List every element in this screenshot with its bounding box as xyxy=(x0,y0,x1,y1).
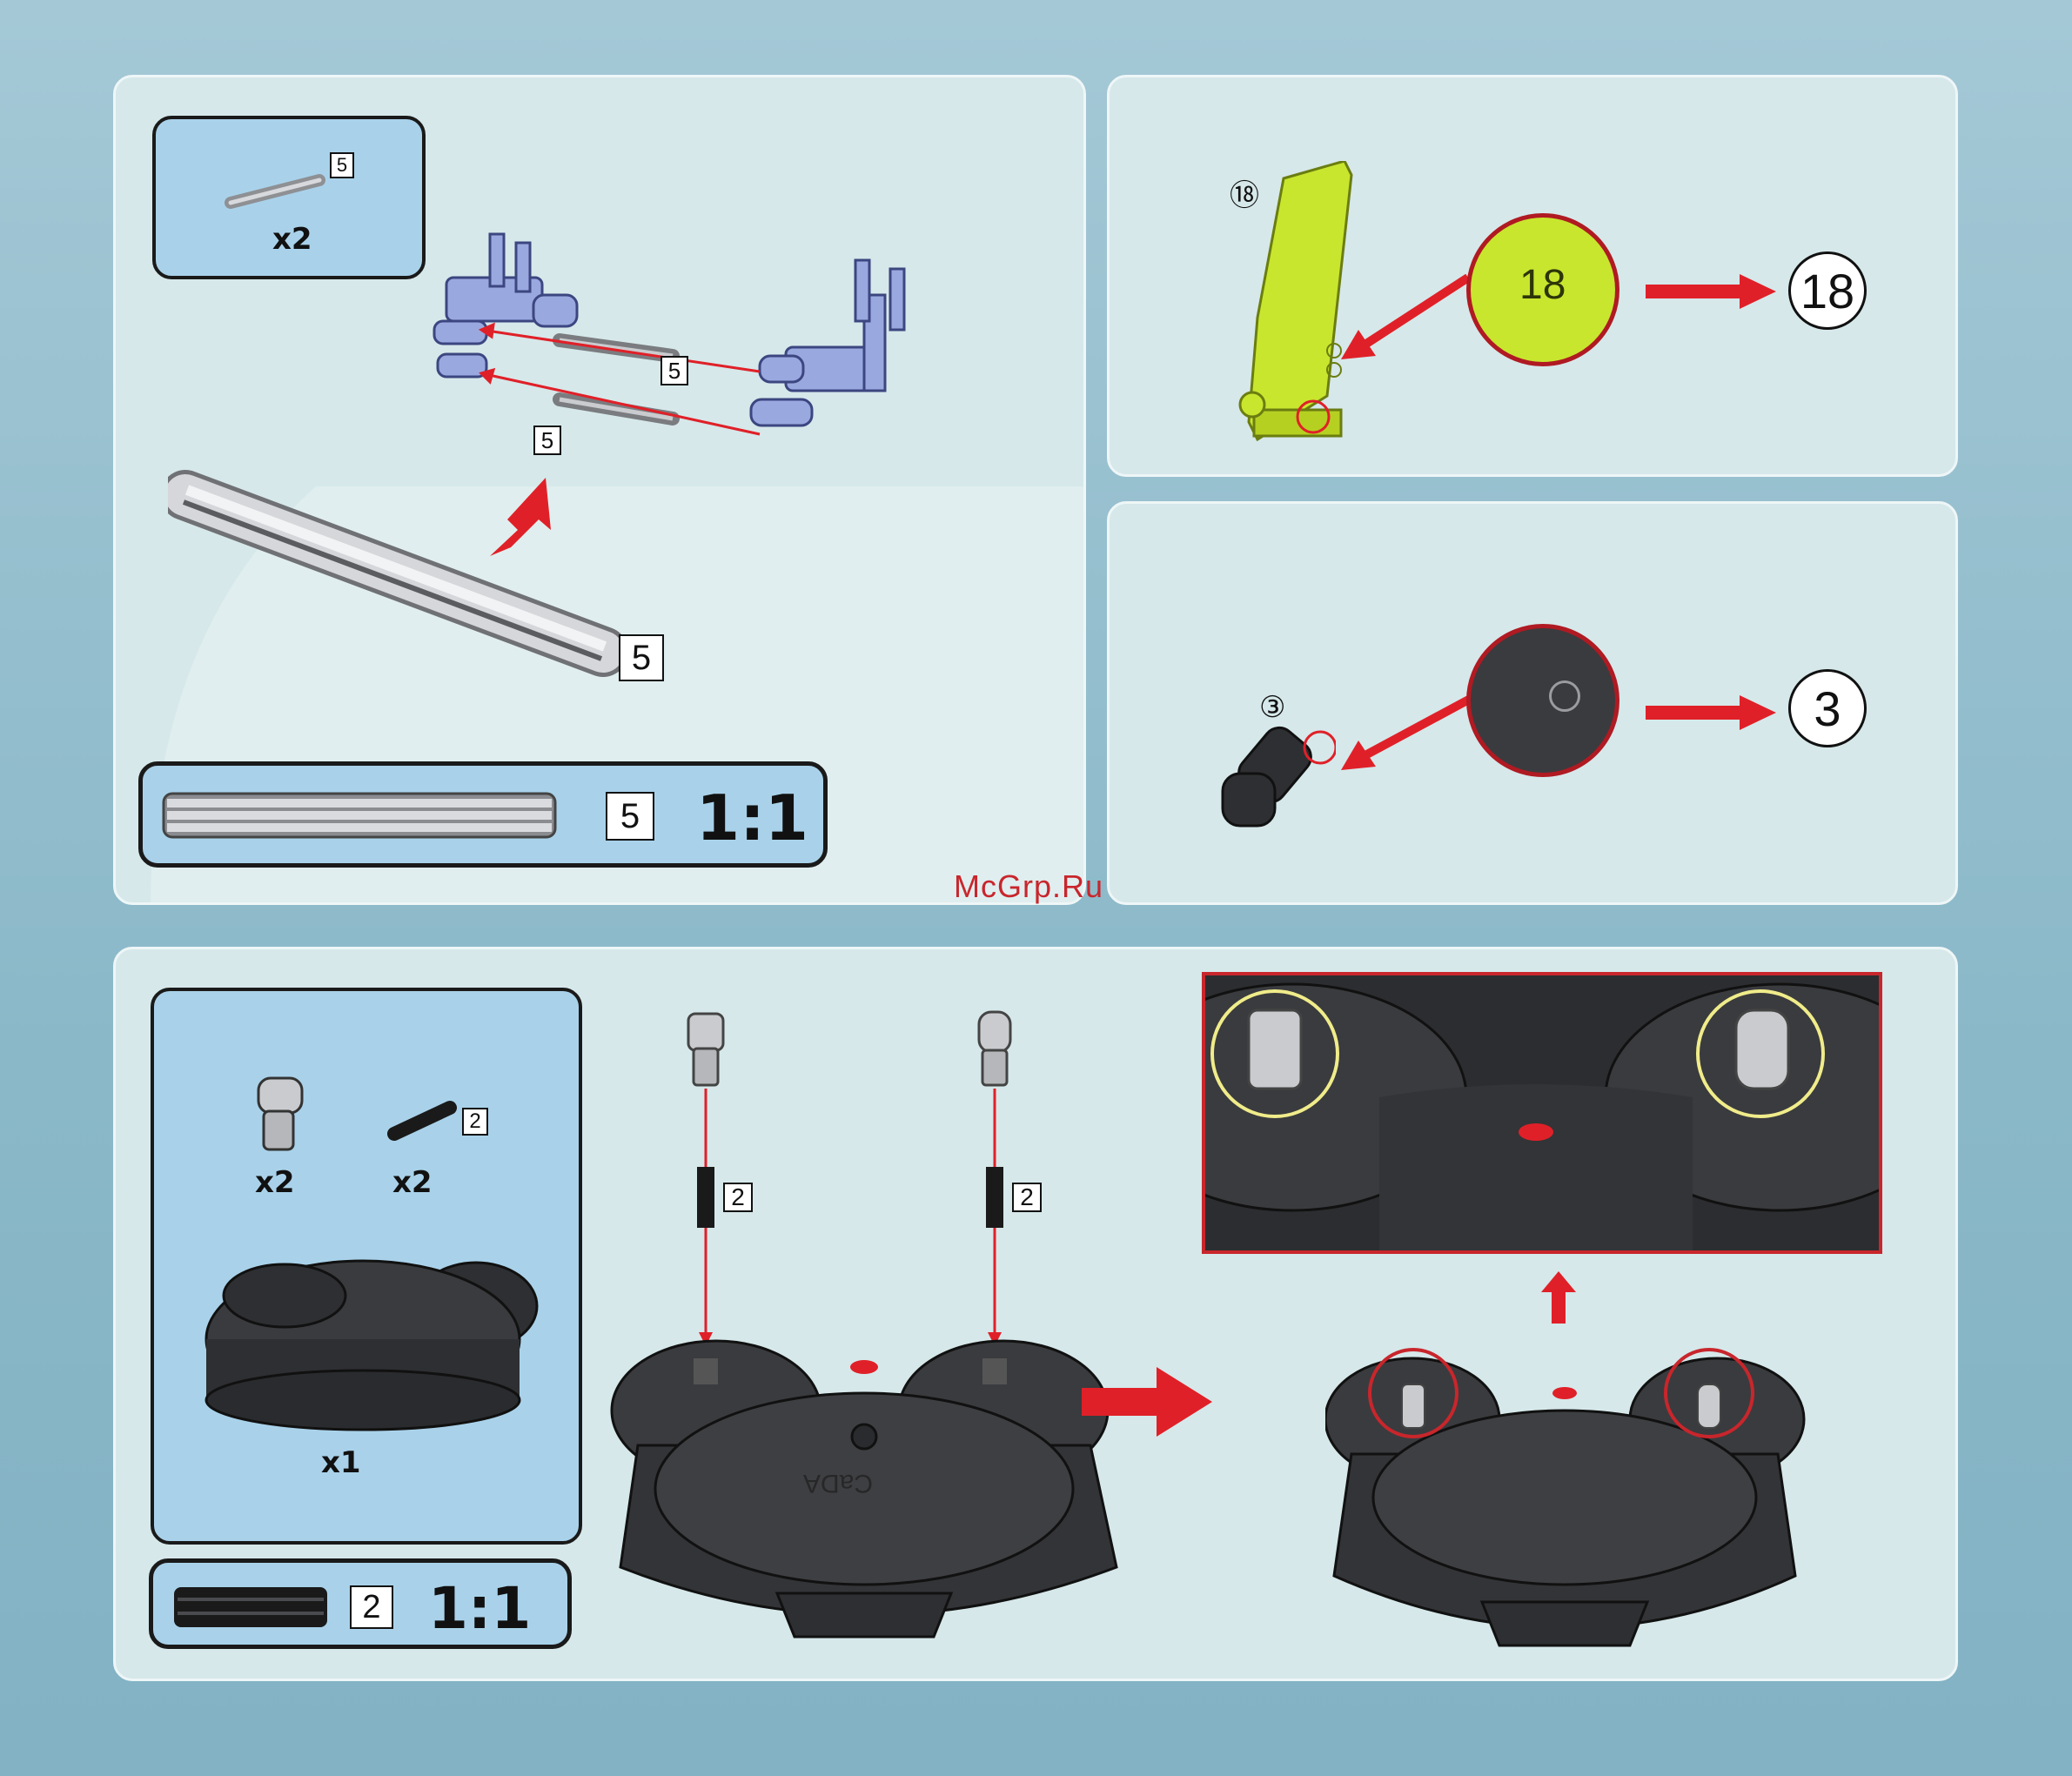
lime-panel-part xyxy=(1223,161,1353,448)
parts-list-box: x2 2 x2 x1 xyxy=(151,988,582,1545)
step-panel-part-3: ③ 3 xyxy=(1107,501,1958,905)
connector-part-icon xyxy=(248,1076,309,1155)
axle-label-left: 2 xyxy=(723,1183,753,1212)
zoom-detail-18: 18 xyxy=(1466,213,1619,366)
pointer-arrow-icon xyxy=(1338,269,1477,373)
part-3-tag: ③ xyxy=(1259,690,1285,725)
pointer-arrow-icon xyxy=(1338,687,1485,782)
part-quantity: x2 xyxy=(272,222,312,257)
controller-quantity: x1 xyxy=(321,1445,361,1480)
axle-label-upper: 5 xyxy=(660,356,688,385)
zoom-detail-text: 18 xyxy=(1519,261,1566,309)
controller-assembly-diagram xyxy=(603,1002,1195,1663)
controller-base-icon xyxy=(198,1243,546,1435)
result-number-3: 3 xyxy=(1788,669,1867,747)
step-panel-controller: x2 2 x2 x1 2 1:1 xyxy=(113,947,1958,1681)
black-axle-scale-icon xyxy=(172,1585,332,1631)
axle-label-lower: 5 xyxy=(533,426,561,455)
zoom-detail-illustration xyxy=(1205,975,1879,1250)
connector-part xyxy=(688,1014,723,1085)
scale-length-label: 2 xyxy=(350,1585,393,1629)
step-panel-axle-frame: 5 x2 xyxy=(113,75,1086,905)
zoom-detail-3 xyxy=(1466,624,1619,777)
scale-length-label: 5 xyxy=(606,792,654,841)
black-axle-label: 2 xyxy=(462,1108,488,1136)
scale-ratio: 1:1 xyxy=(428,1575,531,1642)
connector-part xyxy=(1214,721,1336,834)
result-arrow-icon xyxy=(1646,695,1785,730)
controller-brand-label: CaDA xyxy=(803,1468,873,1498)
result-arrow-icon xyxy=(1646,274,1785,309)
large-axle-illustration xyxy=(168,460,655,687)
zoom-detail-frame xyxy=(1202,972,1882,1254)
scale-ratio: 1:1 xyxy=(696,781,808,854)
scale-reference-box: 2 1:1 xyxy=(149,1558,572,1649)
step-panel-part-18: ⑱ 18 18 xyxy=(1107,75,1958,477)
axle-label-right: 2 xyxy=(1012,1183,1042,1212)
part-length-label: 5 xyxy=(330,152,354,178)
connector-quantity: x2 xyxy=(255,1165,295,1200)
assembled-controller-diagram xyxy=(1325,1297,1830,1680)
next-step-arrow-icon xyxy=(1082,1367,1221,1437)
axle-scale-icon xyxy=(162,792,562,841)
black-axle-icon xyxy=(387,1099,457,1143)
frame-assembly-diagram xyxy=(429,225,1021,486)
parts-list-box: 5 x2 xyxy=(152,116,426,279)
result-number-18: 18 xyxy=(1788,251,1867,330)
axle-part-icon xyxy=(224,168,328,211)
watermark: McGrp.Ru xyxy=(954,868,1103,905)
scale-reference-box: 5 1:1 xyxy=(138,761,828,868)
large-axle-label: 5 xyxy=(619,634,664,681)
black-axle-quantity: x2 xyxy=(392,1165,433,1200)
